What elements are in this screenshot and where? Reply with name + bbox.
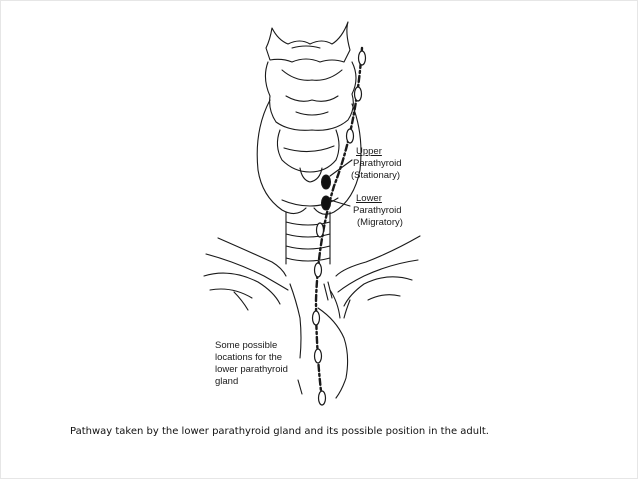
- possible-location-markers: [311, 50, 367, 406]
- lower-label-note: (Migratory): [357, 217, 403, 228]
- cricoid-cartilage: [276, 129, 340, 183]
- left-clavicle: [203, 237, 289, 311]
- thyroid-cartilage: [264, 61, 357, 131]
- upper-label-note: (Stationary): [351, 170, 401, 181]
- upper-label-title: Upper: [356, 146, 382, 157]
- hyoid-bone: [265, 21, 351, 63]
- locations-label-line-4: gland: [215, 376, 239, 387]
- bottom-pointer-line: [297, 379, 303, 395]
- lower-label-name: Parathyroid: [353, 205, 402, 216]
- lower-pointer-line: [329, 199, 351, 207]
- figure-caption: Pathway taken by the lower parathyroid g…: [70, 426, 489, 437]
- locations-label-line-1: Some possible: [215, 340, 278, 351]
- locations-label-line-2: locations for the: [215, 352, 283, 363]
- upper-label-name: Parathyroid: [353, 158, 402, 169]
- sternum: [289, 281, 349, 399]
- locations-label-line-3: lower parathyroid: [215, 364, 288, 375]
- upper-parathyroid-gland: [320, 174, 332, 190]
- lower-parathyroid-gland: [320, 195, 332, 211]
- lower-label-title: Lower: [356, 193, 382, 204]
- trachea: [285, 211, 331, 265]
- right-clavicle: [335, 235, 421, 319]
